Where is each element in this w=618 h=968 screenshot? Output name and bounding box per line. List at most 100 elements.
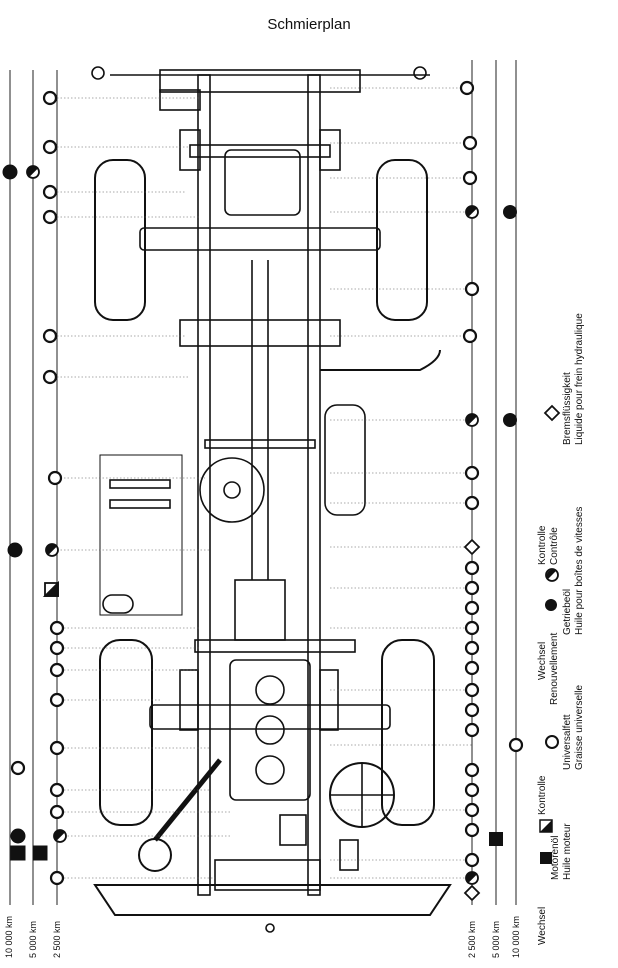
front-left-tyre <box>94 159 146 321</box>
engine-oil-change-marker <box>10 845 26 861</box>
front-differential <box>224 149 301 216</box>
right-markers <box>459 80 524 868</box>
battery <box>279 814 307 846</box>
grease-point-marker <box>464 702 480 718</box>
legend-wechsel-2: Wechsel <box>537 642 548 680</box>
legend-controle: Contrôle <box>549 527 560 565</box>
grease-point-marker <box>464 580 480 596</box>
rear-right-tyre <box>381 639 435 826</box>
crossmember-1 <box>189 144 331 158</box>
grease-point-marker <box>464 560 480 576</box>
brake-fluid-check-marker <box>463 538 481 556</box>
legend-gear-oil-change-icon <box>545 599 557 611</box>
left-check-markers <box>26 165 67 843</box>
grease-point-marker <box>49 740 65 756</box>
crossmember-4 <box>194 639 356 653</box>
legend-kontrolle: Kontrolle <box>537 775 548 815</box>
rear-left-tyre <box>99 639 153 826</box>
legend-kontrolle-2: Kontrolle <box>537 525 548 565</box>
gear-oil-change-marker <box>503 205 517 219</box>
km-label-left-2500: 2 500 km <box>52 921 62 958</box>
bottom-bumper <box>93 884 452 916</box>
legend-renouvellement: Renouvellement <box>549 633 560 705</box>
grease-point-marker <box>462 328 478 344</box>
diagram-title: Schmierplan <box>267 16 351 33</box>
grease-point-marker <box>464 281 480 297</box>
grease-point-marker <box>464 722 480 738</box>
grease-point-marker <box>508 737 524 753</box>
grease-point-marker <box>42 184 58 200</box>
legend-grease-icon <box>545 735 559 749</box>
grease-point-marker <box>459 80 475 96</box>
legend-engine-oil-change-icon <box>540 852 552 864</box>
grease-point-marker <box>49 640 65 656</box>
engine-oil-change-marker <box>489 832 503 846</box>
grease-point-marker <box>464 852 480 868</box>
grease-point-marker <box>464 762 480 778</box>
grease-point-marker <box>462 135 478 151</box>
right-filled-markers <box>489 205 517 846</box>
grease-point-marker <box>42 369 58 385</box>
chassis-drawing <box>91 66 452 933</box>
grease-point-marker <box>462 170 478 186</box>
grease-point-marker <box>49 692 65 708</box>
crossmember-2 <box>179 319 341 347</box>
grease-point-marker <box>464 802 480 818</box>
fuel-tank <box>324 404 366 516</box>
grease-point-marker <box>49 870 65 886</box>
grease-point-marker <box>464 620 480 636</box>
grease-point-marker <box>42 328 58 344</box>
grease-point-marker <box>464 822 480 838</box>
left-filled-markers <box>2 164 48 861</box>
grease-point-marker <box>49 782 65 798</box>
legend-universalfett: Universalfett <box>562 714 573 770</box>
leader-lines <box>57 87 472 879</box>
pto-pulley <box>199 457 265 523</box>
gearbox <box>234 579 286 641</box>
grease-point-marker <box>464 600 480 616</box>
grease-point-marker <box>42 90 58 106</box>
legend-brake-fluid-icon <box>543 404 561 422</box>
grease-point-marker <box>464 495 480 511</box>
km-label-right-10000: 10 000 km <box>511 916 521 958</box>
gear-oil-change-marker <box>503 413 517 427</box>
grease-point-marker <box>47 470 63 486</box>
legend-graisse-universelle: Graisse universelle <box>574 685 585 770</box>
gear-oil-change-marker <box>10 828 26 844</box>
radiator <box>214 859 321 891</box>
grease-point-marker <box>464 660 480 676</box>
grease-point-marker <box>464 682 480 698</box>
legend-getriebeoel: Getriebeöl <box>562 589 573 635</box>
oil-filter <box>339 839 359 871</box>
brake-fluid-check-marker <box>463 884 481 902</box>
right-check-markers <box>463 205 481 902</box>
grease-point-marker <box>42 139 58 155</box>
grease-point-marker <box>49 804 65 820</box>
grease-point-marker <box>49 620 65 636</box>
left-markers <box>10 90 65 886</box>
km-label-right-5000: 5 000 km <box>491 921 501 958</box>
grease-point-marker <box>49 662 65 678</box>
front-crossmember <box>159 69 361 93</box>
legend: Wechsel Motorenöl Huile moteur Kontrolle… <box>537 313 585 945</box>
legend-motorenoel: Motorenöl <box>550 836 561 880</box>
grease-point-marker <box>464 640 480 656</box>
legend-huile-boites: Huile pour boîtes de vitesses <box>574 507 585 635</box>
grease-point-marker <box>464 782 480 798</box>
gear-oil-change-marker <box>7 542 23 558</box>
km-label-right-2500: 2 500 km <box>467 921 477 958</box>
side-platform <box>99 454 183 616</box>
engine-block <box>229 659 311 801</box>
legend-huile-moteur: Huile moteur <box>562 823 573 880</box>
rear-axle <box>149 704 391 730</box>
gear-oil-change-marker <box>2 164 18 180</box>
crossmember-3 <box>204 439 316 449</box>
exhaust-pipe <box>320 349 441 371</box>
air-filter <box>138 838 172 872</box>
grease-point-marker <box>10 760 26 776</box>
front-axle <box>139 227 381 251</box>
legend-liquide-frein: Liquide pour frein hydraulique <box>574 313 585 445</box>
air-cylinder <box>102 594 134 614</box>
grease-point-marker <box>464 465 480 481</box>
